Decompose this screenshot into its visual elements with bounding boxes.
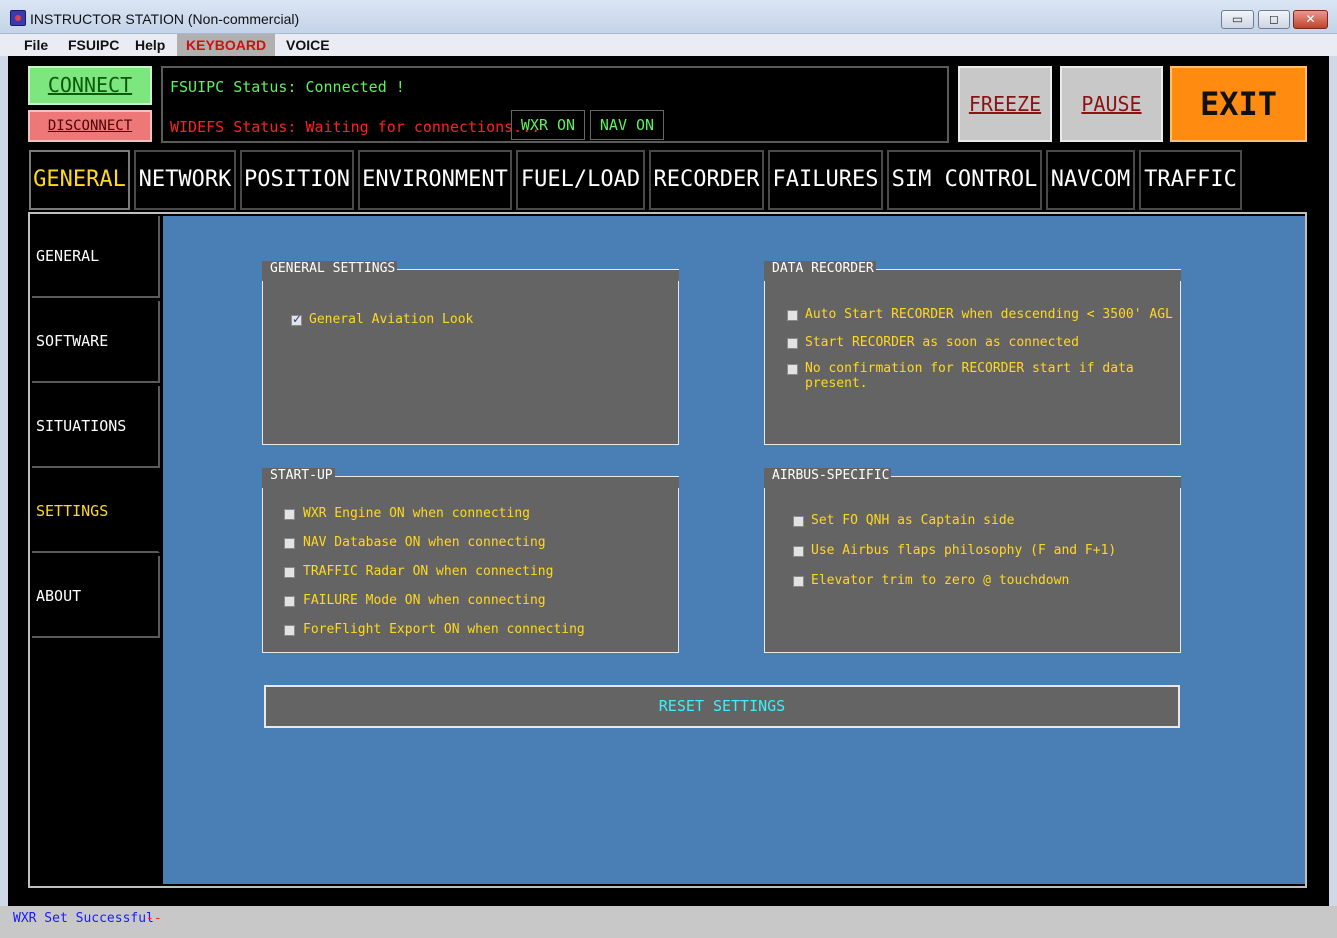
sidebar-item-about[interactable]: ABOUT <box>32 556 160 638</box>
checkbox[interactable] <box>284 567 295 578</box>
disconnect-label: DISCONNECT <box>47 118 133 134</box>
checkbox[interactable] <box>787 310 798 321</box>
tab-general[interactable]: GENERAL <box>29 150 130 210</box>
widefs-status: WIDEFS Status: Waiting for connections..… <box>170 118 541 136</box>
checkbox[interactable] <box>787 338 798 349</box>
startup-group: START-UP WXR Engine ON when connecting N… <box>262 468 679 653</box>
connect-label: CONNECT <box>47 73 133 97</box>
menu-file[interactable]: File <box>24 37 49 53</box>
sidebar-item-software[interactable]: SOFTWARE <box>32 301 160 383</box>
option-label: Start RECORDER as soon as connected <box>805 335 1079 350</box>
checkbox[interactable] <box>787 364 798 375</box>
option-label: Use Airbus flaps philosophy (F and F+1) <box>811 543 1117 558</box>
app-icon <box>10 10 26 26</box>
minimize-button[interactable]: ▭ <box>1221 10 1254 29</box>
group-header-bar: START-UP <box>262 468 679 488</box>
menu-fsuipc[interactable]: FSUIPC <box>68 37 120 53</box>
data-recorder-group: DATA RECORDER Auto Start RECORDER when d… <box>764 261 1181 445</box>
tab-network[interactable]: NETWORK <box>134 150 236 210</box>
airbus-specific-group: AIRBUS-SPECIFIC Set FO QNH as Captain si… <box>764 468 1181 653</box>
checkbox[interactable] <box>284 625 295 636</box>
status-suffix: -- <box>146 911 162 926</box>
checkbox[interactable] <box>284 596 295 607</box>
option-label: Auto Start RECORDER when descending < 35… <box>805 307 1173 322</box>
option-label: ForeFlight Export ON when connecting <box>303 622 585 637</box>
checkbox[interactable] <box>284 538 295 549</box>
general-settings-group: GENERAL SETTINGS General Aviation Look <box>262 261 679 445</box>
menu-bar: File FSUIPC Help KEYBOARD VOICE <box>0 34 1337 56</box>
group-header-bar: DATA RECORDER <box>764 261 1181 281</box>
menu-voice[interactable]: VOICE <box>286 37 330 53</box>
checkbox[interactable] <box>291 312 302 326</box>
group-title: DATA RECORDER <box>764 261 876 277</box>
exit-button[interactable]: EXIT <box>1170 66 1307 142</box>
pause-button[interactable]: PAUSE <box>1060 66 1163 142</box>
freeze-label: FREEZE <box>968 92 1042 116</box>
group-header-bar: AIRBUS-SPECIFIC <box>764 468 1181 488</box>
maximize-button[interactable]: ◻ <box>1258 10 1290 29</box>
status-panel: FSUIPC Status: Connected ! WIDEFS Status… <box>161 66 949 143</box>
option-label: TRAFFIC Radar ON when connecting <box>303 564 554 579</box>
tab-fuel-load[interactable]: FUEL/LOAD <box>516 150 645 210</box>
option-label: General Aviation Look <box>309 312 474 327</box>
nav-chip: NAV ON <box>590 110 664 140</box>
tab-failures[interactable]: FAILURES <box>768 150 883 210</box>
group-title: AIRBUS-SPECIFIC <box>764 468 892 484</box>
title-bar: INSTRUCTOR STATION (Non-commercial) ▭ ◻ … <box>0 0 1337 34</box>
option-label: WXR Engine ON when connecting <box>303 506 530 521</box>
group-header-bar: GENERAL SETTINGS <box>262 261 679 281</box>
tab-navcom[interactable]: NAVCOM <box>1046 150 1135 210</box>
tab-traffic[interactable]: TRAFFIC <box>1139 150 1242 210</box>
sidebar-item-settings[interactable]: SETTINGS <box>32 471 160 553</box>
group-title: START-UP <box>262 468 335 484</box>
content-frame: GENERAL SOFTWARE SITUATIONS SETTINGS ABO… <box>28 212 1307 888</box>
connect-button[interactable]: CONNECT <box>28 66 152 105</box>
tab-recorder[interactable]: RECORDER <box>649 150 764 210</box>
sidebar-item-situations[interactable]: SITUATIONS <box>32 386 160 468</box>
sidebar-item-general[interactable]: GENERAL <box>32 216 160 298</box>
option-label: No confirmation for RECORDER start if da… <box>805 361 1134 391</box>
settings-panel: GENERAL SETTINGS General Aviation Look D… <box>163 216 1305 884</box>
checkbox[interactable] <box>793 516 804 527</box>
checkbox[interactable] <box>284 509 295 520</box>
checkbox[interactable] <box>793 576 804 587</box>
window-title: INSTRUCTOR STATION (Non-commercial) <box>30 11 300 27</box>
option-label: Elevator trim to zero @ touchdown <box>811 573 1070 588</box>
wxr-chip: WXR ON <box>511 110 585 140</box>
client-area: CONNECT DISCONNECT FSUIPC Status: Connec… <box>8 56 1329 906</box>
option-label: Set FO QNH as Captain side <box>811 513 1015 528</box>
group-title: GENERAL SETTINGS <box>262 261 398 277</box>
close-button[interactable]: ✕ <box>1293 10 1328 29</box>
pause-label: PAUSE <box>1081 92 1142 116</box>
option-label: NAV Database ON when connecting <box>303 535 546 550</box>
freeze-button[interactable]: FREEZE <box>958 66 1052 142</box>
status-bar: WXR Set Successful -- <box>0 906 1337 938</box>
menu-keyboard[interactable]: KEYBOARD <box>177 34 276 56</box>
disconnect-button[interactable]: DISCONNECT <box>28 110 152 142</box>
checkbox[interactable] <box>793 546 804 557</box>
tab-sim-control[interactable]: SIM CONTROL <box>887 150 1042 210</box>
status-message: WXR Set Successful <box>13 911 154 926</box>
reset-settings-button[interactable]: RESET SETTINGS <box>264 685 1180 728</box>
tab-position[interactable]: POSITION <box>240 150 354 210</box>
fsuipc-status: FSUIPC Status: Connected ! <box>170 78 405 96</box>
menu-help[interactable]: Help <box>135 37 166 53</box>
tab-environment[interactable]: ENVIRONMENT <box>358 150 512 210</box>
option-label: FAILURE Mode ON when connecting <box>303 593 546 608</box>
